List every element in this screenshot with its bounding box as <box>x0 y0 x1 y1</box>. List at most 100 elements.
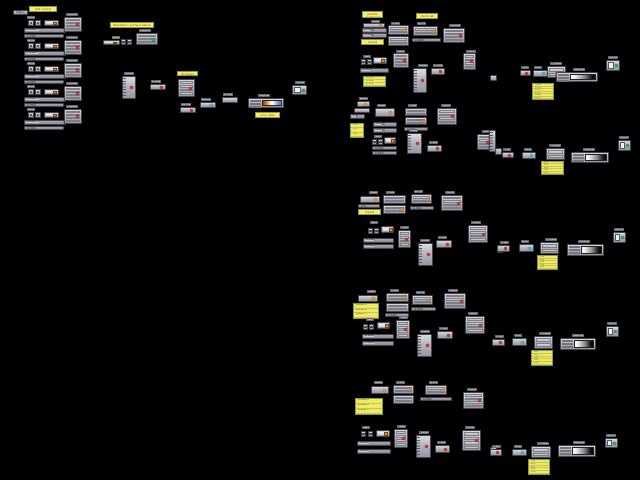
iobox-row[interactable]: 0.4 <box>532 357 552 360</box>
bar-iobox[interactable]: 0.000 <box>411 307 436 311</box>
toggle-pair[interactable] <box>121 39 132 45</box>
bar-iobox[interactable]: 0.5 <box>350 114 365 119</box>
value-node[interactable] <box>436 240 452 248</box>
bar-iobox[interactable]: 0.500 <box>363 238 394 243</box>
panel-node[interactable] <box>394 429 408 448</box>
toggle-pair[interactable] <box>368 228 379 234</box>
panel-node[interactable] <box>388 36 409 46</box>
panel-node[interactable] <box>463 53 476 70</box>
slider-iobox[interactable] <box>377 322 390 329</box>
value-node[interactable] <box>371 386 389 394</box>
panel-node[interactable] <box>468 225 488 243</box>
color-gradient-iobox[interactable] <box>248 98 284 108</box>
bar-iobox[interactable]: 0.500 <box>360 68 389 73</box>
slider-handle[interactable] <box>52 113 57 117</box>
comment-box[interactable]: preset <box>358 209 381 215</box>
slider-handle[interactable] <box>384 323 389 328</box>
toggle-cell[interactable] <box>368 228 373 234</box>
comment-box[interactable]: preset <box>361 39 384 45</box>
bar-iobox[interactable]: 0.000 <box>420 397 452 401</box>
iobox-row[interactable]: 0.50 <box>533 92 553 94</box>
toggle-cell[interactable] <box>378 139 383 145</box>
toggle-cell[interactable] <box>28 89 34 95</box>
panel-node[interactable] <box>463 392 484 409</box>
value-node[interactable] <box>435 445 450 453</box>
bar-iobox[interactable]: 0.500 <box>362 334 394 339</box>
spread-node[interactable] <box>416 435 431 458</box>
iobox-row[interactable]: 0.83 <box>533 97 553 99</box>
panel-node[interactable] <box>405 108 427 116</box>
toggle-pair[interactable] <box>28 66 41 72</box>
iobox-row[interactable]: 0.750 <box>364 83 385 86</box>
toggle-cell[interactable] <box>35 89 41 95</box>
toggle-cell[interactable] <box>28 20 34 26</box>
spread-node[interactable] <box>413 68 427 93</box>
value-node[interactable] <box>533 70 548 77</box>
panel-node[interactable] <box>413 26 438 36</box>
small-node[interactable] <box>490 75 497 81</box>
bar-iobox[interactable]: 0.500 <box>24 51 66 56</box>
panel-node[interactable] <box>465 316 485 334</box>
value-node[interactable]: IOBox <box>13 10 28 15</box>
bar-iobox[interactable]: 0.5 <box>358 204 380 208</box>
panel-node[interactable] <box>398 230 411 248</box>
value-cell[interactable] <box>608 328 613 335</box>
value-node[interactable] <box>363 23 385 28</box>
value-cell[interactable] <box>620 142 625 149</box>
enable-node[interactable] <box>606 60 620 71</box>
bar-iobox[interactable]: 0.500 <box>24 126 64 130</box>
slider-iobox[interactable] <box>376 430 390 437</box>
value-node[interactable] <box>200 102 216 108</box>
slider-handle[interactable] <box>384 431 389 436</box>
toggle-cell[interactable] <box>28 66 34 72</box>
spread-node[interactable] <box>418 243 433 266</box>
iobox-row[interactable]: preset C <box>354 313 378 318</box>
bar-iobox[interactable]: 0.500 <box>373 128 397 133</box>
iobox-row[interactable]: 0.2 <box>532 354 552 357</box>
panel-node[interactable] <box>405 117 427 125</box>
comment-box[interactable]: GUI control sliders <box>29 6 57 12</box>
comment-box[interactable]: color ramp <box>255 112 280 118</box>
panel-node[interactable] <box>64 17 82 32</box>
value-node[interactable] <box>437 331 453 339</box>
iobox-row[interactable]: 0.33 <box>533 89 553 92</box>
value-node[interactable] <box>512 338 527 346</box>
toggle-cell[interactable] <box>372 139 377 145</box>
panel-node[interactable] <box>393 395 414 404</box>
slider-iobox[interactable] <box>44 66 59 72</box>
iobox-row[interactable]: preset B <box>354 309 378 314</box>
panel-node[interactable] <box>462 430 481 451</box>
bar-iobox[interactable]: 0.500 <box>363 244 394 249</box>
panel-node[interactable] <box>383 205 406 214</box>
value-node[interactable] <box>522 152 536 159</box>
value-node[interactable] <box>431 68 445 75</box>
toggle-pair[interactable] <box>28 112 41 118</box>
slider-iobox[interactable] <box>381 226 394 233</box>
panel-node[interactable] <box>64 63 82 78</box>
iobox-row[interactable]: 0.16 <box>533 87 553 89</box>
comment-box[interactable]: particle count and speed <box>362 11 383 18</box>
iobox-row[interactable]: 0.0 <box>538 256 557 259</box>
bar-iobox[interactable]: 0.000 <box>385 313 409 317</box>
iobox-row[interactable]: preset C <box>356 409 382 414</box>
value-node[interactable] <box>354 108 370 113</box>
panel-node[interactable] <box>443 28 465 43</box>
spread-node[interactable] <box>417 334 432 357</box>
panel-node[interactable] <box>540 242 559 254</box>
value-node[interactable] <box>519 244 534 252</box>
panel-node[interactable] <box>388 25 409 35</box>
slider-handle[interactable] <box>52 67 57 71</box>
panel-node[interactable] <box>546 148 565 160</box>
iobox-row[interactable]: 0.250 <box>364 77 385 80</box>
value-cell[interactable] <box>608 62 614 69</box>
bar-iobox[interactable]: 0.500 <box>372 151 397 155</box>
panel-node[interactable] <box>383 195 406 204</box>
iobox-row[interactable]: 0.8 <box>529 471 549 474</box>
iobox-row[interactable]: 0.0 <box>529 460 549 463</box>
iobox-row[interactable]: 0.8 <box>538 266 557 269</box>
slider-handle[interactable] <box>52 44 57 48</box>
